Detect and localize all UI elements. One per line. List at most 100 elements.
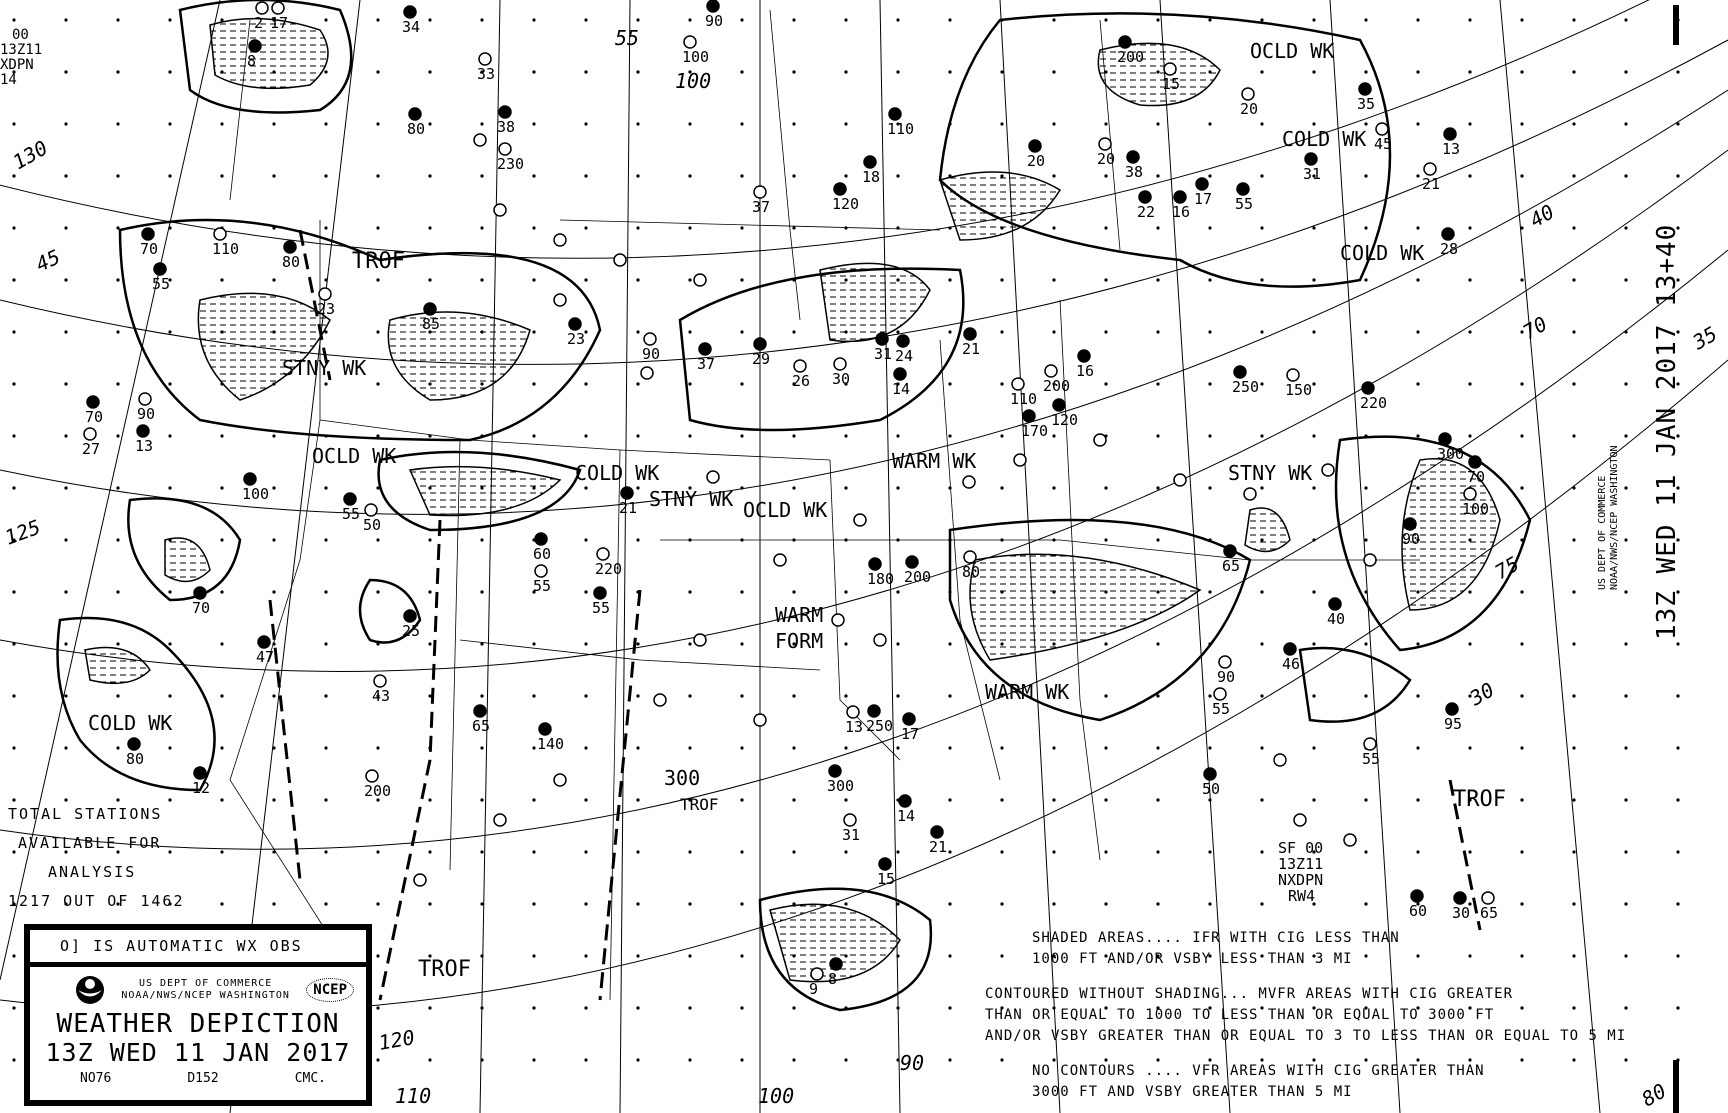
station-circle xyxy=(373,674,387,688)
grid-dot xyxy=(688,330,692,334)
grid-dot xyxy=(1260,486,1264,490)
grid-dot xyxy=(1052,70,1056,74)
station-plot-empty xyxy=(553,773,567,787)
grid-dot xyxy=(1572,590,1576,594)
grid-dot xyxy=(1676,954,1680,958)
grid-dot xyxy=(1468,382,1472,386)
grid-dot xyxy=(1624,330,1628,334)
grid-dot xyxy=(428,642,432,646)
key-line: NO CONTOURS .... VFR AREAS WITH CIG GREA… xyxy=(1032,1063,1485,1079)
grid-dot xyxy=(1260,330,1264,334)
grid-dot xyxy=(376,694,380,698)
grid-dot xyxy=(324,642,328,646)
grid-dot xyxy=(896,746,900,750)
grid-dot xyxy=(584,746,588,750)
grid-dot xyxy=(220,174,224,178)
grid-dot xyxy=(1000,902,1004,906)
grid-dot xyxy=(1052,642,1056,646)
grid-dot xyxy=(532,694,536,698)
grid-dot xyxy=(1052,330,1056,334)
station-plot: 8 xyxy=(247,39,262,70)
grid-dot xyxy=(1312,70,1316,74)
grid-dot xyxy=(896,1006,900,1010)
grid-dot xyxy=(1520,798,1524,802)
station-ceiling-label: 23 xyxy=(317,300,335,318)
grid-dot xyxy=(1676,434,1680,438)
ifr-shaded-area xyxy=(969,553,1202,661)
station-circle xyxy=(318,287,332,301)
grid-dot xyxy=(1208,18,1212,22)
grid-label: 125 xyxy=(2,515,44,550)
station-plot-empty xyxy=(962,475,976,489)
grid-dot xyxy=(792,278,796,282)
front-label-group: STNY WK xyxy=(649,487,733,511)
station-ceiling-label: 33 xyxy=(477,65,495,83)
grid-dot xyxy=(1676,122,1680,126)
grid-dot xyxy=(948,70,952,74)
grid-dot xyxy=(1104,70,1108,74)
grid-dot xyxy=(688,1006,692,1010)
grid-dot xyxy=(740,434,744,438)
grid-dot xyxy=(688,18,692,22)
grid-dot xyxy=(1052,1006,1056,1010)
grid-dot xyxy=(1052,798,1056,802)
grid-dot xyxy=(64,70,68,74)
front-label: OCLD WK xyxy=(743,498,827,522)
station-circle xyxy=(498,105,512,119)
station-circle xyxy=(1361,381,1375,395)
station-plot-empty xyxy=(640,366,654,380)
grid-dot xyxy=(1104,798,1108,802)
grid-dot xyxy=(1520,330,1524,334)
grid-label-group: 70 xyxy=(1519,311,1552,344)
grid-dot xyxy=(324,486,328,490)
station-circle xyxy=(1195,177,1209,191)
grid-dot xyxy=(428,18,432,22)
grid-dot xyxy=(1364,70,1368,74)
grid-dot xyxy=(584,434,588,438)
grid-dot xyxy=(1104,902,1108,906)
grid-label-group: 90 xyxy=(900,1051,924,1075)
grid-dot xyxy=(324,850,328,854)
station-ceiling-label: 300 xyxy=(1437,445,1464,463)
station-circle xyxy=(1077,349,1091,363)
grid-dot xyxy=(792,330,796,334)
grid-dot xyxy=(1624,538,1628,542)
grid-dot xyxy=(1624,18,1628,22)
grid-dot xyxy=(220,330,224,334)
grid-dot xyxy=(792,434,796,438)
product-id-line: 14 xyxy=(0,72,17,88)
grid-dot xyxy=(844,70,848,74)
grid-dot xyxy=(1416,642,1420,646)
state-border xyxy=(299,220,321,561)
station-plot: 38 xyxy=(1125,150,1143,181)
grid-dot xyxy=(1312,174,1316,178)
station-plot: 20 xyxy=(1097,137,1115,168)
station-ceiling-label: 70 xyxy=(192,599,210,617)
grid-dot xyxy=(636,122,640,126)
grid-dot xyxy=(636,174,640,178)
grid-dot xyxy=(480,538,484,542)
grid-dot xyxy=(428,122,432,126)
station-plot-empty xyxy=(1013,453,1027,467)
station-ceiling-label: 55 xyxy=(1235,195,1253,213)
grid-dot xyxy=(1572,382,1576,386)
grid-dot xyxy=(1104,330,1108,334)
grid-dot xyxy=(376,850,380,854)
grid-dot xyxy=(376,746,380,750)
grid-dot xyxy=(480,434,484,438)
mvfr-contour xyxy=(377,450,582,532)
grid-label: 55 xyxy=(615,26,639,50)
grid-dot xyxy=(740,382,744,386)
grid-dot xyxy=(1260,746,1264,750)
grid-dot xyxy=(1156,226,1160,230)
longitude-line xyxy=(479,0,501,1113)
station-plot: 14 xyxy=(892,367,910,398)
grid-dot xyxy=(116,590,120,594)
grid-dot xyxy=(1312,278,1316,282)
grid-dot xyxy=(1104,18,1108,22)
grid-dot xyxy=(12,486,16,490)
grid-dot xyxy=(64,902,68,906)
grid-dot xyxy=(792,1058,796,1062)
grid-dot xyxy=(740,538,744,542)
